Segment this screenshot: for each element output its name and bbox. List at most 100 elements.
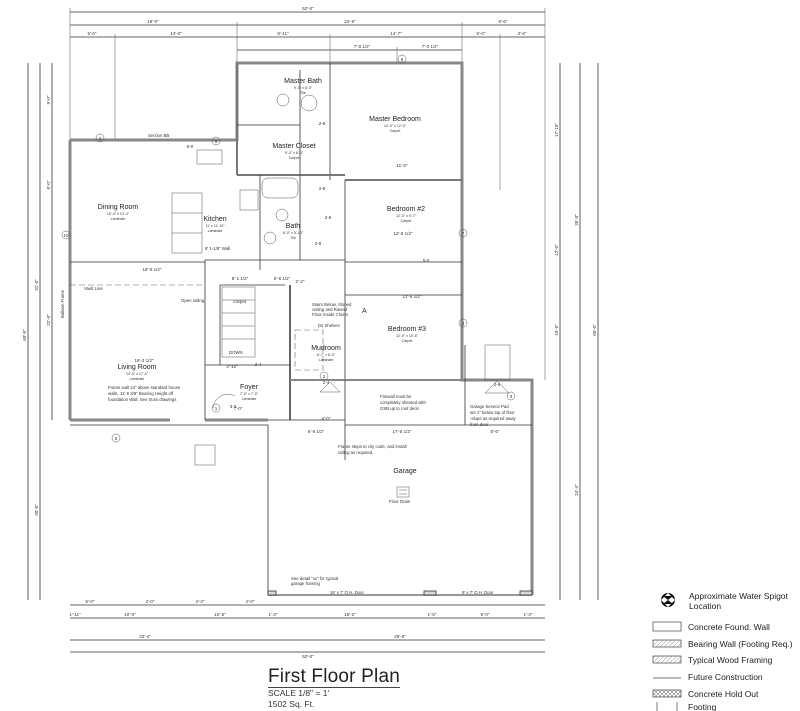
plan-label: 7'-0" (234, 406, 243, 411)
dim-label: 10'-6" (554, 324, 559, 336)
legend-label: Typical Wood Framing (688, 655, 773, 665)
dim-label: 30'-0" (34, 504, 39, 516)
dim-label: 22'-0" (46, 314, 51, 326)
toilet (275, 208, 289, 222)
plan-label: completely sheeted with (380, 400, 426, 405)
plan-label: 12'-5 1/2" (403, 294, 422, 299)
plan-label: 10 (63, 233, 69, 238)
room-name: Bath (286, 223, 301, 230)
dim-label: 1'-3" (269, 612, 278, 617)
plan-label: Frame steps to city code, and install (338, 444, 407, 449)
room-name: Dining Room (98, 204, 139, 211)
stove (239, 189, 259, 211)
plan-label: 2'-2" (296, 279, 305, 284)
mudroom-bench (294, 329, 324, 371)
left-dimensions: 60'-0" 31'-0" 9'-0" 8'-0" 22'-0" 30'-0" (22, 63, 53, 600)
plan-label: 16'-3 1/2" (135, 358, 154, 363)
dim-label: 1'-11" (69, 612, 81, 617)
wood-framing-swatch (652, 655, 682, 664)
dim-label: 5'-0" (477, 31, 486, 36)
plan-label: Stairs Below, Sloped (312, 302, 352, 307)
plan-label: set 1" below top of floor (470, 410, 515, 415)
door-swing (484, 380, 510, 394)
plan-label: 2-6 (494, 382, 501, 387)
plan-label: 1 (215, 406, 218, 411)
plan-label: 17'-5 1/2" (393, 429, 412, 434)
room-name: Foyer (240, 384, 259, 391)
room-finish: Laminate (208, 229, 223, 233)
room-name: Living Room (118, 364, 157, 371)
plan-label: 9 (215, 139, 218, 144)
dim-label: 29'-8" (394, 634, 406, 639)
plan-label: Carpet (233, 299, 247, 304)
plan-label: 3'-10" (226, 364, 238, 369)
plan-label: 8 (401, 57, 404, 62)
room-size: 6'-7" x 6'-0" (317, 353, 336, 357)
room-name: Kitchen (203, 216, 226, 223)
plan-label: 4 (99, 136, 102, 141)
dim-label: 4'-3" (196, 599, 205, 604)
room-size: 14'-0" x 12'-0" (384, 124, 407, 128)
dim-label: 22'-4" (139, 634, 151, 639)
dim-label: 7'-0 1/2" (354, 44, 371, 49)
plan-label: garage framing (291, 581, 321, 586)
room-size: 9'-0" x 6'-4" (285, 151, 304, 155)
plan-label: 2-4 (255, 362, 262, 367)
plan-label: 5-0 (423, 258, 430, 263)
room-name: Master Bedroom (369, 116, 421, 123)
plan-label: Floor Inside Closet (312, 312, 349, 317)
plan-label: 3-0 (230, 404, 237, 409)
room-finish: Carpet (289, 156, 300, 160)
dim-label: 10'-0" (124, 612, 136, 617)
room-name: Mudroom (311, 345, 341, 352)
plan-label: A (362, 308, 367, 315)
dim-label: 60'-0" (22, 329, 27, 341)
legend-label: Bearing Wall (Footing Req.) (688, 639, 793, 649)
plan-label: Vault Line (84, 286, 103, 291)
plan-label: 7 (462, 231, 465, 236)
plan-label: 2-4 (323, 380, 330, 385)
plan-label: 6-0 (187, 144, 194, 149)
dim-label: 16'-2" (344, 612, 356, 617)
plan-label: 16' x 7' O.H. Door (330, 590, 364, 595)
room-labels: Master Bath 9'-0" x 8'-0" Tile Master Be… (98, 78, 426, 475)
dim-label: 17'-10" (554, 123, 559, 137)
plan-label: 6'-8 1/2" (308, 429, 325, 434)
dim-label: 14'-7" (390, 31, 402, 36)
page-title: First Floor Plan (268, 666, 401, 688)
room-finish: Laminate (242, 397, 257, 401)
door-swing (319, 381, 341, 393)
room-finish: Carpet (390, 129, 401, 133)
plan-label: 8' 1-1/8" Wall (205, 246, 230, 251)
floor-drain-icon (396, 486, 410, 498)
plan-label: 3 (510, 394, 513, 399)
plan-label: OSB up to roof deck. (380, 406, 420, 411)
fixtures (70, 93, 511, 498)
room-finish: Laminate (319, 358, 334, 362)
room-name: Master Closet (272, 143, 315, 150)
plan-label: (5) Shelves (318, 323, 340, 328)
plan-label: 18'-9 1/2" (143, 267, 162, 272)
dim-bottom-overall: 52'-0" (302, 654, 314, 659)
footing-swatch (656, 702, 678, 711)
dim-label: 10'-5" (214, 612, 226, 617)
plan-label: foundation Wall. See truss drawings (108, 397, 176, 402)
room-size: 12'-0" x 10'-6" (396, 334, 419, 338)
kitchen-island (171, 192, 203, 254)
plan-label: 5'-6 1/2" (274, 276, 291, 281)
room-finish: Tile (290, 236, 296, 240)
plan-label: ceiling and Raised (312, 307, 348, 312)
master-toilet (276, 93, 290, 107)
service-pad (484, 344, 511, 381)
dim-label: 24'-4" (574, 484, 579, 496)
dim-label: 24'-6" (344, 19, 356, 24)
legend-label: Approximate Water Spigot (689, 591, 789, 601)
room-size: 14'-0" x 17'-0" (126, 372, 149, 376)
dim-label: 4'-0" (146, 599, 155, 604)
dim-label: 3'-6" (518, 31, 527, 36)
plan-label: from door (470, 422, 489, 427)
plan-label: 2-8 (319, 186, 326, 191)
room-finish: Laminate (130, 377, 145, 381)
legend-label: Location (689, 601, 721, 611)
plan-label: 5'-1 1/2" (232, 276, 249, 281)
